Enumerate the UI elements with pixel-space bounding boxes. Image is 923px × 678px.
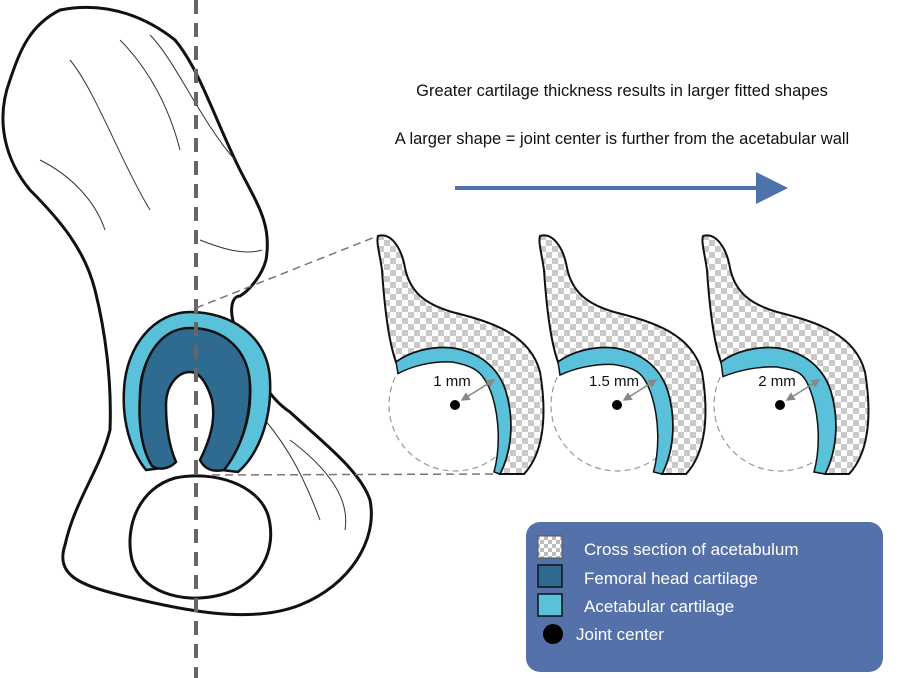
joint-center-dot xyxy=(612,400,622,410)
legend-label: Cross section of acetabulum xyxy=(584,540,799,559)
headline-line-1: Greater cartilage thickness results in l… xyxy=(416,82,828,100)
joint-center-dot xyxy=(775,400,785,410)
legend-label: Femoral head cartilage xyxy=(584,569,758,588)
cross-section-panels: 1 mm 1.5 mm 2 mm xyxy=(377,235,868,474)
headline-line-2: A larger shape = joint center is further… xyxy=(395,130,849,148)
legend-swatch-checker xyxy=(538,536,562,558)
cross-section-panel: 1.5 mm xyxy=(539,235,705,474)
legend-box: Cross section of acetabulum Femoral head… xyxy=(526,522,883,672)
joint-center-dot xyxy=(450,400,460,410)
thickness-label: 2 mm xyxy=(758,373,796,390)
obturator-foramen xyxy=(130,476,271,598)
legend-label: Joint center xyxy=(576,625,664,644)
legend-label: Acetabular cartilage xyxy=(584,597,734,616)
legend-swatch-acetabular xyxy=(538,594,562,616)
cross-section-panel: 2 mm xyxy=(702,235,868,474)
cross-section-panel: 1 mm xyxy=(377,235,543,474)
hip-bone-illustration xyxy=(3,7,371,614)
legend-swatch-joint-center xyxy=(543,624,563,644)
thickness-label: 1 mm xyxy=(433,373,471,390)
thickness-label: 1.5 mm xyxy=(589,373,639,390)
legend-swatch-femoral xyxy=(538,565,562,587)
